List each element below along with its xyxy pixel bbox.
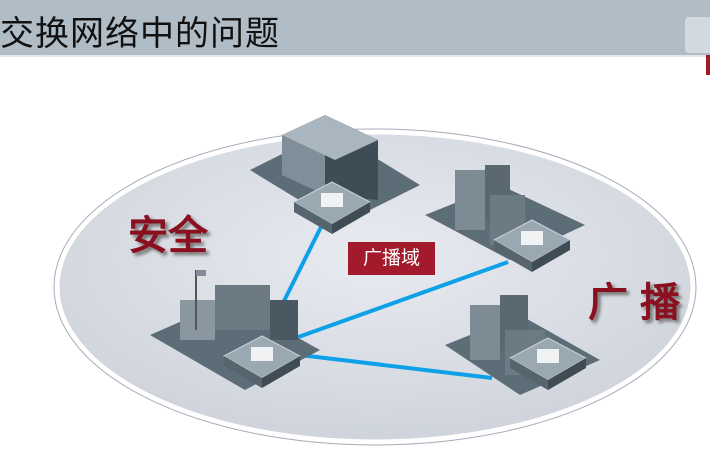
switch-icon xyxy=(292,181,372,234)
slide-header: 交换网络中的问题 xyxy=(0,0,710,57)
broadcast-domain-badge: 广播域 xyxy=(348,242,435,275)
security-label: 安全 xyxy=(128,212,208,259)
header-tab xyxy=(685,17,710,53)
link-right-bottom xyxy=(299,353,493,380)
building-top xyxy=(250,115,420,225)
slide-title: 交换网络中的问题 xyxy=(0,14,280,54)
accent-bar xyxy=(706,55,710,75)
switch-icon xyxy=(492,219,572,272)
link-right-top xyxy=(289,260,509,342)
switch-icon xyxy=(222,335,302,388)
broadcast-label: 广播 xyxy=(588,279,692,326)
switch-icon xyxy=(508,337,588,390)
